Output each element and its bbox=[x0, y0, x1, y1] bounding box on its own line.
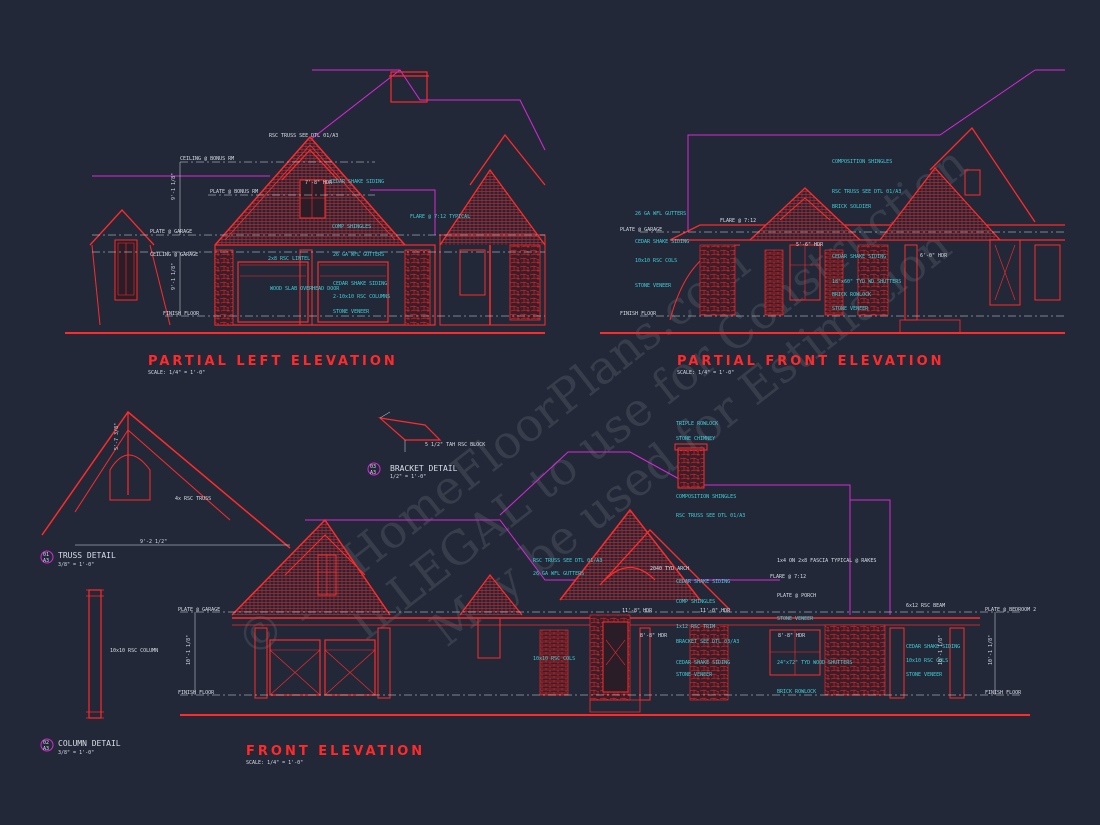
note-stone-veneer: STONE VENEER bbox=[635, 283, 672, 289]
scale-truss-detail: 3/8" = 1'-0" bbox=[58, 562, 94, 568]
label-column: 10x10 RSC COLUMN bbox=[110, 648, 158, 654]
truss-detail: 9'-2 1/2" 5'-7 3/8" 4x RSC TRUSS 01 A3 T… bbox=[40, 410, 291, 568]
note-gutters: 26 GA WFL GUTTERS bbox=[635, 211, 686, 217]
note-stone-veneer-3: STONE VENEER bbox=[906, 672, 943, 678]
note-composition-shingles: COMPOSITION SHINGLES bbox=[832, 159, 892, 165]
note-flare: FLARE @ 7:12 bbox=[720, 218, 756, 224]
label-plate-garage: PLATE @ GARAGE bbox=[150, 229, 192, 235]
note-arch-window: 2040 TYD ARCH bbox=[650, 566, 689, 572]
note-truss: RSC TRUSS SEE DTL 01/A3 bbox=[832, 189, 901, 195]
dim-front-a: 10'-1 1/8" bbox=[186, 635, 192, 665]
note-gutters: 26 GA WFL GUTTERS bbox=[533, 571, 584, 577]
note-columns-2: 10x10 RSC COLS bbox=[533, 656, 575, 662]
scale-front: SCALE: 1/4" = 1'-0" bbox=[246, 760, 303, 766]
bracket-detail-sheet: A3 bbox=[370, 470, 376, 476]
note-columns: 10x10 RSC COLS bbox=[906, 658, 948, 664]
note-stone-chimney: STONE CHIMNEY bbox=[676, 436, 715, 442]
note-header-a: 11'-8" HDR bbox=[622, 608, 653, 614]
truss-detail-number: 01 bbox=[43, 552, 49, 558]
label-plate-garage: PLATE @ GARAGE bbox=[178, 607, 220, 613]
label-bracket: 5 1/2" TAH RSC BLOCK bbox=[425, 442, 485, 448]
label-finish-floor: FINISH FLOOR bbox=[163, 311, 200, 317]
dim-front-c: 10'-1 1/8" bbox=[938, 635, 944, 665]
label-ceiling-garage: CEILING @ GARAGE bbox=[150, 252, 198, 258]
bracket-detail: 5 1/2" TAH RSC BLOCK 03 A3 BRACKET DETAI… bbox=[367, 411, 485, 480]
label-truss: 4x RSC TRUSS bbox=[175, 496, 211, 502]
label-plate-bonus: PLATE @ BONUS RM bbox=[210, 189, 258, 195]
note-truss-b: RSC TRUSS SEE DTL 01/A3 bbox=[533, 558, 602, 564]
note-flare: FLARE @ 7:12 bbox=[770, 574, 806, 580]
scale-bracket-detail: 1/2" = 1'-0" bbox=[390, 474, 426, 480]
dim-left-a: 9'-1 1/8" bbox=[171, 173, 177, 200]
front-elevation: TRIPLE ROWLOCK STONE CHIMNEY COMPOSITION… bbox=[178, 421, 1036, 766]
note-trim: 1x12 RSC TRIM bbox=[676, 624, 715, 630]
note-shutters: 18"x60" TYD WD SHUTTERS bbox=[832, 279, 901, 285]
title-partial-left: PARTIAL LEFT ELEVATION bbox=[148, 354, 398, 369]
note-cedar-shake: CEDAR SHAKE SIDING bbox=[635, 239, 689, 245]
bracket-detail-number: 03 bbox=[370, 464, 376, 470]
note-comp-shingles: COMP SHINGLES bbox=[332, 224, 371, 230]
note-beam: 6x12 RSC BEAM bbox=[906, 603, 945, 609]
note-truss: RSC TRUSS SEE DTL 01/A3 bbox=[269, 133, 338, 139]
note-stone-veneer-2: STONE VENEER bbox=[777, 616, 814, 622]
note-lintel: 2x8 RSC LINTEL bbox=[268, 256, 310, 262]
note-columns: 2-10x10 RSC COLUMNS bbox=[333, 294, 390, 300]
note-shutters: 24"x72" TYD WOOD SHUTTERS bbox=[777, 660, 852, 666]
label-finish-floor: FINISH FLOOR bbox=[620, 311, 657, 317]
note-brick-soldier: BRICK SOLDIER bbox=[832, 204, 872, 210]
title-front-elevation: FRONT ELEVATION bbox=[246, 744, 425, 759]
note-cedar-shake-2: CEDAR SHAKE SIDING bbox=[676, 660, 730, 666]
note-cedar-shake-2: CEDAR SHAKE SIDING bbox=[832, 254, 886, 260]
note-cedar-shake: CEDAR SHAKE SIDING bbox=[330, 179, 384, 185]
note-fascia: 1x4 ON 2x8 FASCIA TYPICAL @ RAKES bbox=[777, 558, 876, 564]
label-plate-porch: PLATE @ PORCH bbox=[777, 593, 816, 599]
truss-detail-sheet: A3 bbox=[43, 558, 49, 564]
label-finish-floor-2: FINISH FLOOR bbox=[985, 690, 1022, 696]
dim-truss-height: 5'-7 3/8" bbox=[114, 423, 120, 450]
title-partial-front: PARTIAL FRONT ELEVATION bbox=[677, 354, 945, 369]
note-gutters: 26 GA WFL GUTTERS bbox=[333, 252, 384, 258]
title-column-detail: COLUMN DETAIL bbox=[58, 739, 121, 748]
note-comp-shingles: COMP SHINGLES bbox=[676, 599, 715, 605]
scale-left: SCALE: 1/4" = 1'-0" bbox=[148, 370, 205, 376]
note-cedar-shake-3: CEDAR SHAKE SIDING bbox=[906, 644, 960, 650]
note-stone-veneer: STONE VENEER bbox=[676, 672, 713, 678]
note-header-c: 11'-0" HDR bbox=[700, 608, 731, 614]
partial-left-elevation: RSC TRUSS SEE DTL 01/A3 CEILING @ BONUS … bbox=[65, 69, 546, 376]
dim-truss-width: 9'-2 1/2" bbox=[140, 539, 167, 545]
note-header-b: 8'-8" HDR bbox=[640, 633, 668, 639]
note-columns: 10x10 RSC COLS bbox=[635, 258, 677, 264]
dim-front-b: 10'-1 1/8" bbox=[988, 635, 994, 665]
column-detail: 10x10 RSC COLUMN 02 A3 COLUMN DETAIL 3/8… bbox=[40, 589, 158, 756]
dim-left-b: 9'-1 1/8" bbox=[171, 263, 177, 290]
note-cedar-shake: CEDAR SHAKE SIDING bbox=[676, 579, 730, 585]
note-stone-veneer-2: STONE VENEER bbox=[832, 306, 869, 312]
note-brick-rowlock: BRICK ROWLOCK bbox=[777, 689, 816, 695]
label-plate-garage: PLATE @ GARAGE bbox=[620, 227, 662, 233]
label-plate-bedroom: PLATE @ BEDROOM 2 bbox=[985, 607, 1036, 613]
note-stone-veneer: STONE VENEER bbox=[333, 309, 370, 315]
scale-front-partial: SCALE: 1/4" = 1'-0" bbox=[677, 370, 734, 376]
column-detail-sheet: A3 bbox=[43, 746, 49, 752]
title-truss-detail: TRUSS DETAIL bbox=[58, 551, 116, 560]
title-bracket-detail: BRACKET DETAIL bbox=[390, 464, 458, 473]
scale-column-detail: 3/8" = 1'-0" bbox=[58, 750, 94, 756]
note-header-height: 5'-6" HDR bbox=[796, 242, 824, 248]
note-flare: FLARE @ 7:12 TYPICAL bbox=[410, 214, 470, 220]
note-bracket: BRACKET SEE DTL 03/A3 bbox=[676, 639, 739, 645]
partial-front-elevation: COMPOSITION SHINGLES RSC TRUSS SEE DTL 0… bbox=[600, 69, 1065, 376]
note-triple-rowlock: TRIPLE ROWLOCK bbox=[676, 421, 718, 427]
note-header-height-2: 6'-0" HDR bbox=[920, 253, 948, 259]
note-composition-shingles: COMPOSITION SHINGLES bbox=[676, 494, 736, 500]
label-ceiling-bonus: CEILING @ BONUS RM bbox=[180, 156, 234, 162]
column-detail-number: 02 bbox=[43, 740, 49, 746]
label-finish-floor: FINISH FLOOR bbox=[178, 690, 215, 696]
note-brick-rowlock: BRICK ROWLOCK bbox=[832, 292, 871, 298]
note-header-d: 8'-8" HDR bbox=[778, 633, 806, 639]
note-overhead-door: WOOD SLAB OVERHEAD DOOR bbox=[270, 286, 340, 292]
note-cedar-shake-2: CEDAR SHAKE SIDING bbox=[333, 281, 387, 287]
note-header-height: 7'-8" HDR bbox=[305, 180, 333, 186]
note-truss-a: RSC TRUSS SEE DTL 01/A3 bbox=[676, 513, 745, 519]
